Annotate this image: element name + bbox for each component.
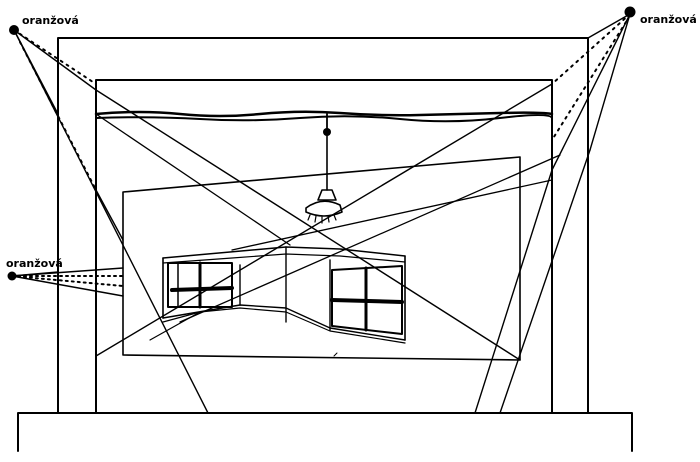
hanging-lamp-icon — [305, 113, 343, 224]
spotlight-left-middle-icon — [7, 271, 17, 281]
spotlight-top-left-icon — [9, 25, 19, 35]
proscenium-inner-opening — [95, 79, 553, 414]
light-beams-top-left — [13, 29, 521, 414]
spotlight-top-right-icon — [624, 6, 636, 18]
speck-mark — [333, 352, 338, 357]
cross-beams-set — [95, 113, 561, 323]
light-beams-left-middle — [11, 267, 124, 297]
light-beams-top-right — [95, 13, 631, 414]
left-window — [167, 261, 234, 309]
curtain-border-strip — [94, 110, 554, 123]
label-left-middle: oranžová — [6, 257, 63, 270]
label-top-left: oranžová — [22, 14, 79, 27]
scenery-back-flat — [122, 156, 521, 361]
stage-base — [17, 412, 633, 452]
right-window — [330, 265, 404, 335]
proscenium-outer-frame — [57, 37, 589, 414]
label-top-right: oranžová — [640, 13, 697, 26]
